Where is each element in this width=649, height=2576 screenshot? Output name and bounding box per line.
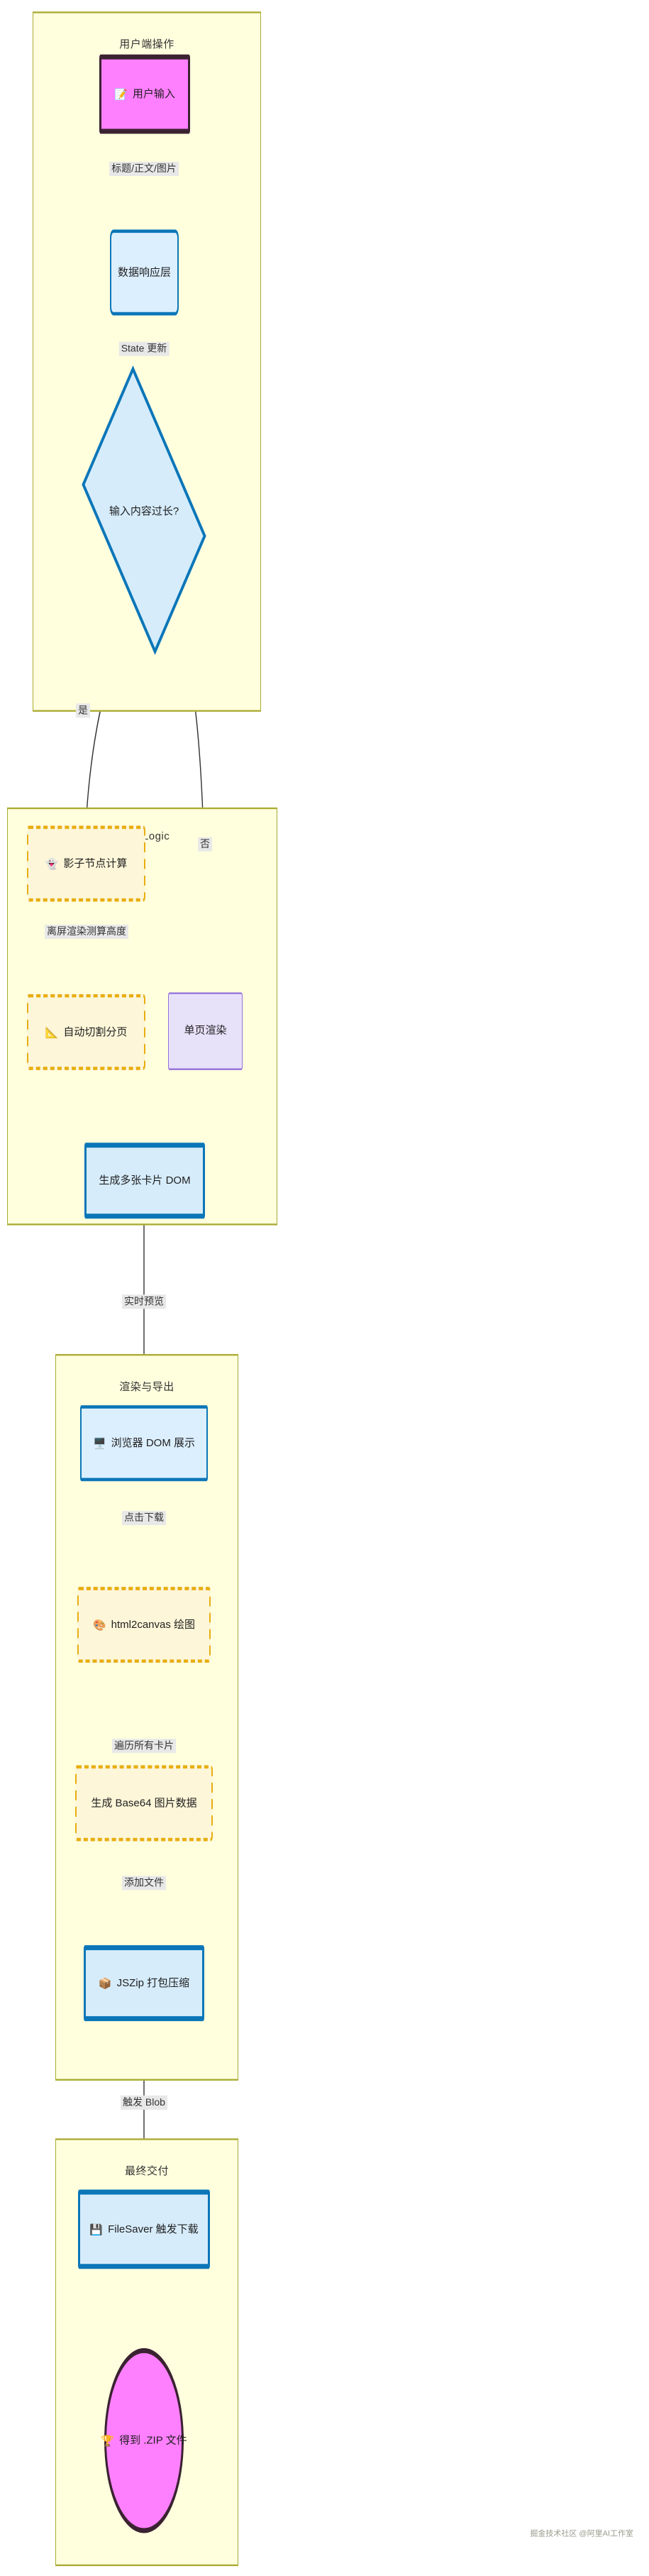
node-reactive-layer[interactable]: 数据响应层: [110, 229, 179, 316]
node-label-shadow-calc: 影子节点计算: [63, 857, 128, 869]
triangular-ruler-icon: 📐: [45, 1025, 59, 1038]
node-shadow-calc[interactable]: 👻 影子节点计算: [27, 825, 145, 902]
node-label-jszip-package: JSZip 打包压缩: [116, 1976, 190, 1989]
edge-label-iterate-cards: 遍历所有卡片: [112, 1739, 176, 1753]
watermark-text: 掘金技术社区 @阿里AI工作室: [530, 2529, 633, 2538]
node-generate-base64[interactable]: 生成 Base64 图片数据: [75, 1765, 213, 1842]
edge-label-title-body-image: 标题/正文/图片: [109, 162, 179, 176]
node-html2canvas-draw[interactable]: 🎨 html2canvas 绘图: [77, 1587, 211, 1663]
edge-label-click-download: 点击下载: [122, 1511, 166, 1525]
package-icon: 📦: [98, 1977, 112, 1990]
node-filesaver-download[interactable]: 💾 FileSaver 触发下载: [78, 2189, 210, 2269]
edge-label-state-update: State 更新: [118, 341, 170, 356]
node-label-auto-split: 自动切割分页: [63, 1025, 128, 1037]
node-zip-result[interactable]: 🏆 得到 .ZIP 文件: [101, 2347, 187, 2533]
node-single-page-render[interactable]: 单页渲染: [168, 992, 243, 1070]
ghost-icon: 👻: [45, 857, 59, 870]
node-label-zip-result: 得到 .ZIP 文件: [119, 2433, 187, 2446]
subgraph-title-client: 用户端操作: [119, 38, 174, 51]
node-label-generate-card-dom: 生成多张卡片 DOM: [99, 1174, 191, 1187]
watermark: 掘金技术社区 @阿里AI工作室: [530, 2528, 633, 2539]
memo-icon: 📝: [114, 88, 128, 101]
node-browser-dom-display[interactable]: 🖥️ 浏览器 DOM 展示: [80, 1405, 208, 1482]
edge-label-trigger-blob: 触发 Blob: [121, 2095, 167, 2110]
floppy-disk-icon: 💾: [89, 2223, 104, 2235]
node-label-filesaver-download: FileSaver 触发下载: [108, 2222, 199, 2235]
trophy-icon: 🏆: [101, 2434, 115, 2447]
node-label-browser-dom-display: 浏览器 DOM 展示: [111, 1436, 196, 1449]
node-jszip-package[interactable]: 📦 JSZip 打包压缩: [84, 1945, 204, 2022]
node-label-user-input: 用户输入: [132, 87, 175, 100]
node-auto-split[interactable]: 📐 自动切割分页: [27, 993, 145, 1070]
desktop-computer-icon: 🖥️: [92, 1437, 106, 1450]
subgraph-title-deliver: 最终交付: [124, 2165, 169, 2178]
node-label-generate-base64: 生成 Base64 图片数据: [91, 1796, 197, 1809]
node-user-input[interactable]: 📝 用户输入: [99, 54, 190, 134]
node-decision-too-long[interactable]: 输入内容过长?: [82, 365, 206, 656]
node-label-reactive-layer: 数据响应层: [117, 265, 171, 278]
node-generate-card-dom[interactable]: 生成多张卡片 DOM: [84, 1143, 205, 1219]
subgraph-title-render: 渲染与导出: [119, 1380, 174, 1393]
edge-label-offscreen-measure: 离屏渲染测算高度: [45, 925, 128, 939]
node-label-html2canvas-draw: html2canvas 绘图: [111, 1618, 196, 1631]
edge-label-add-file: 添加文件: [122, 1876, 166, 1890]
node-label-single-page-render: 单页渲染: [184, 1024, 227, 1037]
edge-label-live-preview: 实时预览: [122, 1294, 166, 1309]
node-label-decision-too-long: 输入内容过长?: [109, 505, 179, 517]
edge-label-yes: 是: [76, 703, 90, 717]
edge-label-no: 否: [198, 837, 212, 852]
artist-palette-icon: 🎨: [92, 1619, 106, 1631]
